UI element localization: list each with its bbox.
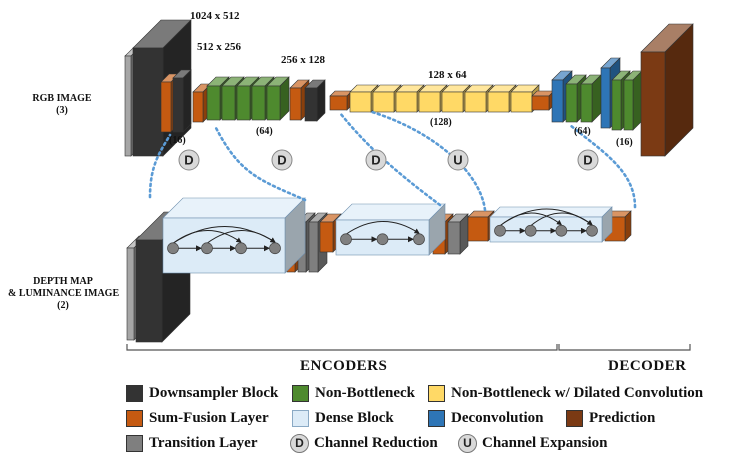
dense-blocks-layer [162,197,613,274]
legend-label-channel-reduction: Channel Reduction [314,434,438,451]
legend-label-non-bottleneck: Non-Bottleneck [315,384,415,401]
channel-reduction-marker: D [178,149,200,171]
legend-item-transition: Transition Layer [126,433,257,453]
legend-swatch-dilated [428,384,445,402]
legend-label-prediction: Prediction [589,409,656,426]
rgb-downsampler-2 [304,79,326,122]
size-label-512: 512 x 256 [197,41,241,53]
legend-item-downsampler: Downsampler Block [126,383,278,403]
rgb-non-bottleneck-dec-2 [580,74,602,123]
dense-block-1-node-4 [269,242,281,255]
svg-text:U: U [453,153,462,168]
legend-label-dilated: Non-Bottleneck w/ Dilated Convolution [451,384,704,401]
legend-item-non-bottleneck: Non-Bottleneck [292,383,415,403]
skip-connection-1 [148,133,172,199]
legend-item-prediction: Prediction [566,408,655,428]
legend-swatch-deconvolution [428,409,445,427]
dense-block-1-node-2 [201,242,213,255]
dense-block-1-node-3 [235,242,247,255]
channel-reduction-marker: D [577,149,599,171]
decoder-bracket [558,344,691,351]
rgb-image-label: RGB IMAGE (3) [22,93,102,117]
legend-swatch-prediction [566,409,583,427]
connector-arrows-layer [148,110,637,212]
channels-label-16-right: (16) [616,137,633,148]
channel-reduction-icon: D [290,433,309,453]
dense-block-3-node-1 [494,224,506,237]
rgb-image-title: RGB IMAGE [32,93,92,104]
rgb-non-bottleneck-dec-4 [623,70,643,131]
encoders-label: ENCODERS [300,358,388,374]
dense-block-3-node-2 [524,224,537,237]
channels-label-64-right: (64) [574,126,591,137]
channel-reduction-marker: D [365,149,387,171]
svg-text:D: D [583,153,592,168]
dense-block-2-node-1 [340,233,352,246]
rgb-non-bottleneck-64-5 [266,76,290,121]
size-label-128: 128 x 64 [428,69,467,81]
legend-item-channel-reduction: D Channel Reduction [290,433,438,453]
legend-label-downsampler: Downsampler Block [149,384,279,401]
dense-block-3 [489,206,613,243]
channel-expansion-icon: U [458,433,477,453]
svg-text:D: D [184,153,193,168]
section-brackets-layer [126,344,691,351]
legend-item-deconvolution: Deconvolution [428,408,544,428]
decoder-label: DECODER [608,358,687,374]
dense-block-3-node-4 [586,224,598,237]
legend-item-channel-expansion: U Channel Expansion [458,433,607,453]
legend-swatch-non-bottleneck [292,384,309,402]
legend-swatch-dense-block [292,409,309,427]
skip-connection-3 [338,111,442,207]
legend-item-dense-block: Dense Block [292,408,394,428]
channel-expansion-marker: U [447,149,469,171]
svg-text:D: D [371,153,380,168]
legend-item-sum-fusion: Sum-Fusion Layer [126,408,269,428]
size-label-1024: 1024 x 512 [190,10,240,22]
legend-label-deconvolution: Deconvolution [451,409,544,426]
legend-item-dilated: Non-Bottleneck w/ Dilated Convolution [428,383,703,403]
dense-block-2 [335,203,446,256]
encoders-bracket [126,344,558,351]
skip-connection-2 [213,124,307,202]
skip-connection-5 [568,123,637,209]
depth-image-label: DEPTH MAP & LUMINANCE IMAGE (2) [8,276,120,312]
blocks-layer [124,19,694,343]
channel-reduction-marker: D [271,149,293,171]
size-label-256: 256 x 128 [281,54,325,66]
rgb-image-channels: (3) [56,105,68,116]
dense-block-1-node-1 [167,242,179,255]
dense-block-3-node-3 [555,224,568,237]
channels-label-16-left: (16) [169,135,186,146]
dense-block-2-node-3 [413,233,425,246]
rgb-sum-fusion-5 [531,90,555,111]
dense-block-1 [162,197,306,274]
depth-image-title: DEPTH MAP [33,276,93,287]
rgb-prediction-block [640,23,694,157]
depth-image-channels: (2) [57,300,69,311]
rgb-downsampler-1 [172,69,192,133]
channels-label-64-left: (64) [256,126,273,137]
depth-transition-3 [447,213,469,255]
legend-label-channel-expansion: Channel Expansion [482,434,608,451]
legend-label-sum-fusion: Sum-Fusion Layer [149,409,269,426]
rgb-sum-fusion-4 [329,90,353,111]
legend-label-transition: Transition Layer [149,434,258,451]
dense-block-2-node-2 [376,233,389,246]
legend-swatch-downsampler [126,384,143,402]
svg-text:D: D [277,153,286,168]
legend-swatch-sum-fusion [126,409,143,427]
channels-label-128: (128) [430,117,452,128]
legend-label-dense-block: Dense Block [315,409,394,426]
depth-image-subtitle: & LUMINANCE IMAGE [8,288,120,299]
legend-swatch-transition [126,434,143,452]
